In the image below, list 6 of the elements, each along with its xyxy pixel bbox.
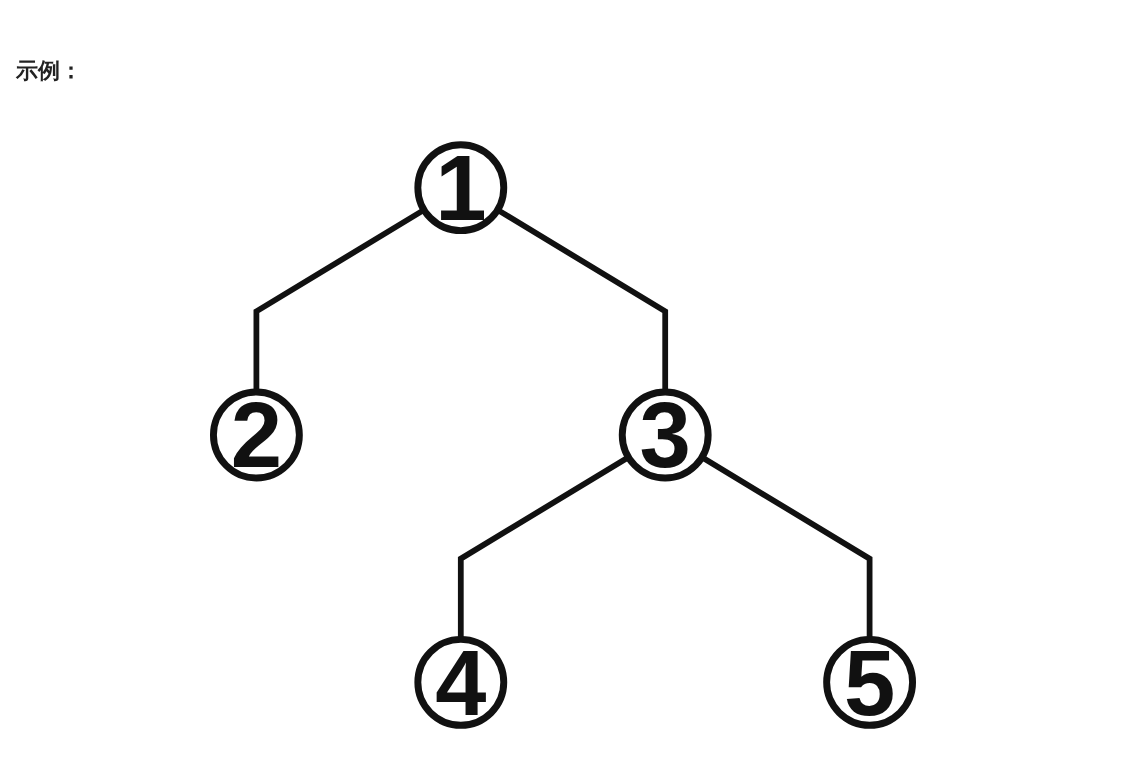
node-circle: 2 xyxy=(210,388,303,482)
diagram-title: 示例： xyxy=(16,57,82,85)
node-circle: 1 xyxy=(414,141,508,235)
node-circle: 4 xyxy=(414,635,508,729)
node-circle: 5 xyxy=(823,635,916,729)
node-circle: 3 xyxy=(618,388,712,482)
